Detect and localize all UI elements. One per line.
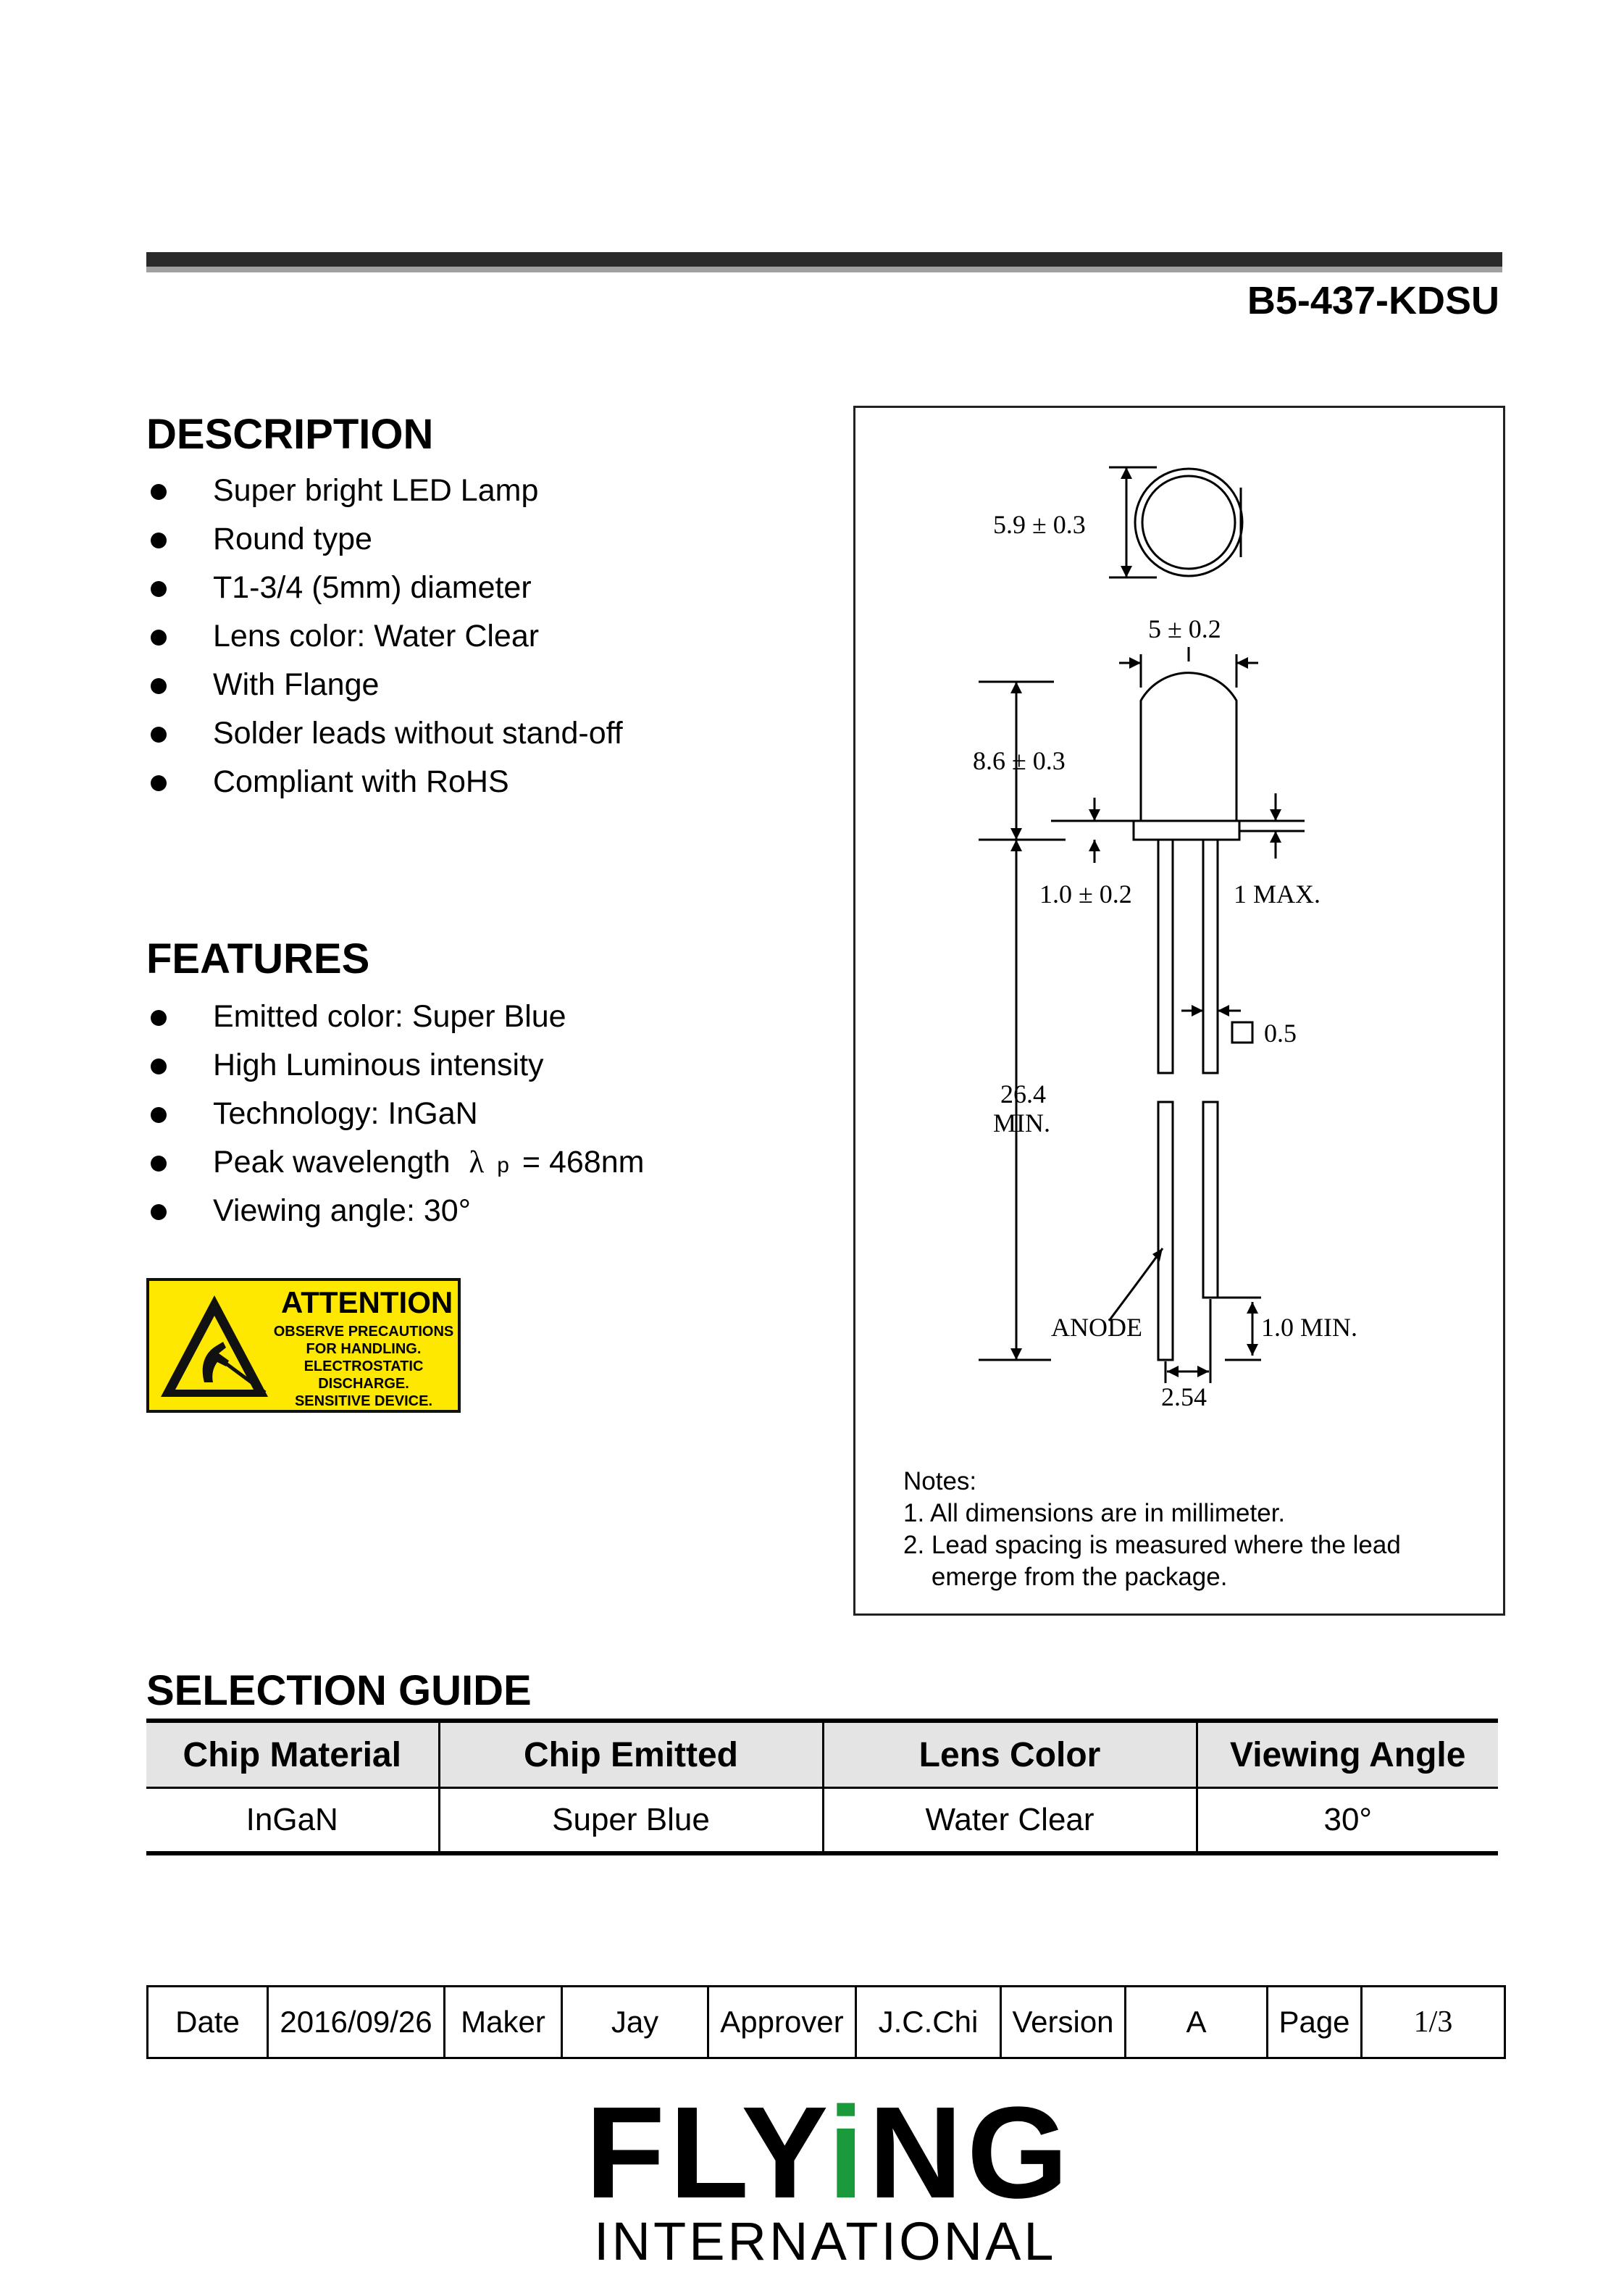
bullet-icon bbox=[151, 775, 167, 791]
column-header: Chip Emitted bbox=[438, 1719, 823, 1789]
package-outline-drawing bbox=[979, 466, 1305, 1383]
description-title: DESCRIPTION bbox=[146, 411, 434, 458]
features-list: Emitted color: Super Blue High Luminous … bbox=[146, 993, 644, 1235]
bullet-icon bbox=[151, 727, 167, 743]
dim-flange-diameter: 5.9 ± 0.3 bbox=[993, 510, 1086, 539]
esd-warning-icon bbox=[161, 1295, 268, 1397]
top-view-outer bbox=[1134, 467, 1244, 577]
document-info-table: Date 2016/09/26 Maker Jay Approver J.C.C… bbox=[146, 1985, 1506, 2059]
dim-body-height: 8.6 ± 0.3 bbox=[973, 746, 1066, 775]
maker-value: Jay bbox=[561, 1985, 709, 2059]
page-label: Page bbox=[1266, 1985, 1363, 2059]
dim-flange-height: 1.0 ± 0.2 bbox=[1039, 880, 1132, 909]
table-row: InGaN Super Blue Water Clear 30° bbox=[146, 1787, 1498, 1855]
bullet-icon bbox=[151, 678, 167, 694]
flange bbox=[1132, 819, 1241, 841]
table-cell: InGaN bbox=[146, 1787, 439, 1855]
lambda-subscript: p bbox=[497, 1153, 509, 1177]
bullet-icon bbox=[151, 1010, 167, 1026]
top-view-inner bbox=[1141, 475, 1236, 570]
cathode-lead-upper bbox=[1157, 838, 1174, 1074]
dim-lead-length-min: MIN. bbox=[993, 1108, 1050, 1137]
dim-body-diameter: 5 ± 0.2 bbox=[1148, 614, 1221, 643]
logo-text-accent: i bbox=[827, 2080, 868, 2226]
list-item: Emitted color: Super Blue bbox=[146, 993, 644, 1041]
version-label: Version bbox=[1000, 1985, 1126, 2059]
column-header: Chip Material bbox=[146, 1719, 439, 1789]
table-cell: Water Clear bbox=[821, 1787, 1197, 1855]
list-item: Compliant with RoHS bbox=[146, 758, 623, 806]
part-number: B5-437-KDSU bbox=[1247, 279, 1499, 322]
package-drawing: 5.9 ± 0.3 5 ± 0.2 8.6 ± 0.3 1.0 ± 0.2 1 … bbox=[853, 406, 1505, 1616]
table-cell: Super Blue bbox=[438, 1787, 823, 1855]
esd-title: ATTENTION bbox=[281, 1285, 453, 1319]
list-item: With Flange bbox=[146, 661, 623, 709]
description-list: Super bright LED Lamp Round type T1-3/4 … bbox=[146, 467, 623, 806]
dim-lead-difference: 1.0 MIN. bbox=[1261, 1313, 1357, 1342]
logo-subtitle: INTERNATIONAL bbox=[594, 2211, 1057, 2271]
date-value: 2016/09/26 bbox=[267, 1985, 445, 2059]
list-item: Round type bbox=[146, 515, 623, 564]
dim-lead-length: 26.4 bbox=[1000, 1080, 1046, 1108]
dim-meniscus: 1 MAX. bbox=[1234, 880, 1321, 909]
logo-text-end: NG bbox=[868, 2080, 1073, 2226]
table-cell: 30° bbox=[1195, 1787, 1498, 1855]
list-item: Viewing angle: 30° bbox=[146, 1187, 644, 1235]
approver-label: Approver bbox=[707, 1985, 857, 2059]
list-item: Peak wavelength λ p = 468nm bbox=[146, 1138, 644, 1187]
dim-lead-size: 0.5 bbox=[1264, 1019, 1297, 1048]
maker-label: Maker bbox=[443, 1985, 563, 2059]
page-value: 1/3 bbox=[1360, 1985, 1506, 2059]
wavelength-label: Peak wavelength bbox=[213, 1145, 451, 1180]
logo-text-start: FLY bbox=[585, 2080, 828, 2226]
list-item: Super bright LED Lamp bbox=[146, 467, 623, 515]
column-header: Viewing Angle bbox=[1195, 1719, 1498, 1789]
lens-body bbox=[1139, 672, 1238, 821]
selection-guide-title: SELECTION GUIDE bbox=[146, 1667, 532, 1714]
table-header-row: Chip Material Chip Emitted Lens Color Vi… bbox=[146, 1719, 1498, 1789]
date-label: Date bbox=[146, 1985, 269, 2059]
bullet-icon bbox=[151, 484, 167, 500]
anode-lead-upper bbox=[1202, 838, 1219, 1074]
list-item: Solder leads without stand-off bbox=[146, 709, 623, 758]
selection-guide-table: Chip Material Chip Emitted Lens Color Vi… bbox=[146, 1719, 1498, 1855]
dim-lead-spacing: 2.54 bbox=[1161, 1382, 1207, 1411]
esd-warning-label: ATTENTION OBSERVE PRECAUTIONS FOR HANDLI… bbox=[146, 1278, 461, 1413]
list-item: Lens color: Water Clear bbox=[146, 612, 623, 661]
cathode-lead-lower bbox=[1202, 1101, 1219, 1299]
header-rule bbox=[146, 252, 1502, 267]
lambda-symbol: λ bbox=[469, 1145, 485, 1180]
features-title: FEATURES bbox=[146, 935, 370, 982]
bullet-icon bbox=[151, 581, 167, 597]
drawing-notes: Notes: 1. All dimensions are in millimet… bbox=[903, 1467, 1401, 1591]
bullet-icon bbox=[151, 1156, 167, 1172]
wavelength-value: = 468nm bbox=[522, 1145, 645, 1180]
bullet-icon bbox=[151, 630, 167, 646]
column-header: Lens Color bbox=[821, 1719, 1197, 1789]
anode-lead-lower bbox=[1157, 1101, 1174, 1361]
bullet-icon bbox=[151, 1059, 167, 1074]
version-value: A bbox=[1124, 1985, 1268, 2059]
bullet-icon bbox=[151, 1204, 167, 1220]
bullet-icon bbox=[151, 533, 167, 548]
company-logo: FLYiNG bbox=[585, 2088, 1073, 2218]
esd-body: OBSERVE PRECAUTIONS FOR HANDLING. ELECTR… bbox=[273, 1324, 454, 1409]
header-rule-shadow bbox=[146, 267, 1502, 272]
list-item: Technology: InGaN bbox=[146, 1090, 644, 1138]
bullet-icon bbox=[151, 1107, 167, 1123]
table-row: Date 2016/09/26 Maker Jay Approver J.C.C… bbox=[146, 1985, 1506, 2059]
approver-value: J.C.Chi bbox=[855, 1985, 1002, 2059]
anode-label: ANODE bbox=[1051, 1313, 1142, 1342]
list-item: T1-3/4 (5mm) diameter bbox=[146, 564, 623, 612]
list-item: High Luminous intensity bbox=[146, 1041, 644, 1090]
